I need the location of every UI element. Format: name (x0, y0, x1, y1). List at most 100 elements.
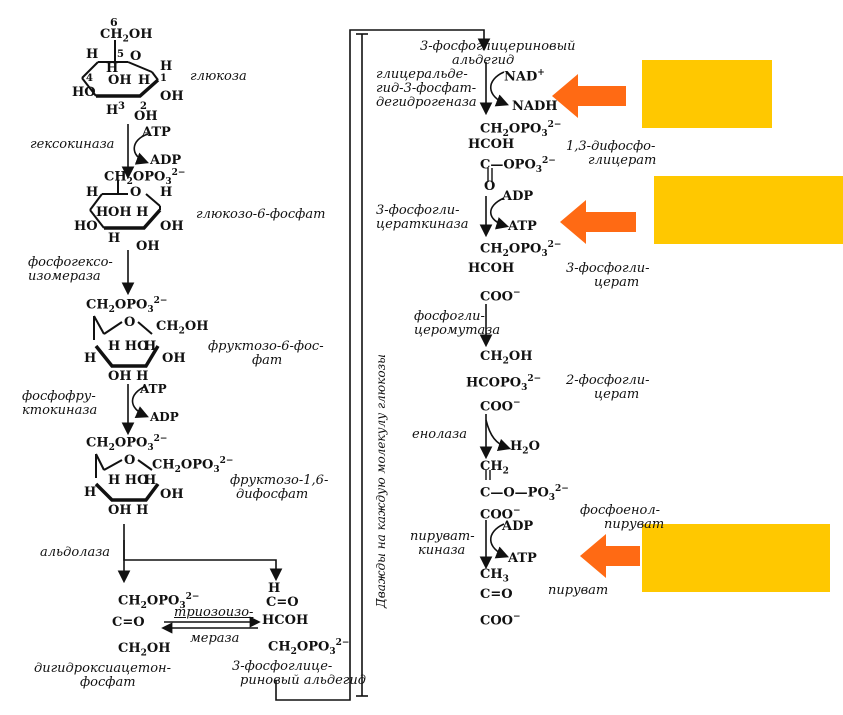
dhap-line-1: CH2OPO32− (118, 592, 200, 611)
bpg-name-1: 1,3-дифосфо- (566, 139, 656, 154)
glucose-h-left: H (86, 47, 99, 62)
gap-left-name-1: 3-фосфоглице- (232, 659, 333, 674)
pyruvate-line-1: CH3 (480, 567, 509, 585)
g6p-ring (89, 180, 162, 230)
g6p-name: глюкозо-6-фосфат (196, 207, 326, 222)
glucose-h-top: H (106, 61, 119, 76)
f16bp-o: O (124, 453, 136, 468)
twice-per-glucose-label: Дважды на каждую молекулу глюкозы (374, 354, 388, 608)
gap-left-line-4: CH2OPO32− (268, 638, 350, 657)
pgk-label-2: цераткиназа (376, 217, 469, 232)
glucose-oh-bottom: OH (134, 109, 158, 124)
glucose-h-right: H (160, 59, 173, 74)
f6p-ring (93, 315, 160, 368)
f16bp-ch2opo3-right: CH2OPO32− (152, 456, 234, 475)
f6p-oh: OH (162, 351, 186, 366)
f16bp-ring (94, 453, 160, 502)
dhap-name-2: фосфат (80, 675, 136, 690)
pg2-name-2: церат (594, 387, 640, 402)
dhap-line-2: C=O (112, 615, 145, 630)
f6p-ch2opo3: CH2OPO32− (86, 296, 168, 315)
f6p-h1: H (84, 351, 97, 366)
gap-left-line-3: HCOH (262, 613, 309, 628)
bpg-line-4: O (484, 179, 496, 194)
g6p-h2: H (160, 185, 173, 200)
tpi-label-1: триозоизо- (174, 605, 254, 620)
gapdh-label-3: дегидрогеназа (376, 95, 477, 110)
gap-right-name-1: 3-фосфоглицериновый (420, 39, 576, 54)
f16bp-name-1: фруктозо-1,6- (230, 473, 329, 488)
enolase-h2o: H2O (510, 439, 540, 457)
pgm-label-1: фосфогли- (414, 309, 485, 324)
f16bp-h-ho: H HO (108, 473, 149, 488)
bpg-line-3: C—OPO32− (480, 156, 556, 175)
pep-name-2: пируват (604, 517, 665, 532)
f16bp-oh: OH (160, 487, 184, 502)
pep-name-1: фосфоенол- (580, 503, 661, 518)
pg3-name-1: 3-фосфогли- (566, 261, 650, 276)
pyruvate-name: пируват (548, 583, 609, 598)
orange-arrow-pgk-icon (560, 200, 636, 244)
pep-line-2: C—O—PO32− (480, 484, 569, 503)
highlight-box-pgk (654, 176, 843, 244)
g6p-o: O (130, 185, 142, 200)
isomerase-label-1: фосфогексо- (28, 255, 113, 270)
bpg-line-2: HCOH (468, 137, 515, 152)
g6p-h-bottom: H (108, 231, 121, 246)
hexokinase-atp: ATP (142, 125, 171, 140)
pg3-line-1: CH2OPO32− (480, 240, 562, 259)
hexokinase-label: гексокиназа (30, 137, 115, 152)
f6p-name-2: фат (252, 353, 283, 368)
gap-left-line-1: H (268, 581, 281, 596)
g6p-oh1: OH (160, 219, 184, 234)
highlight-box-pk (642, 524, 830, 592)
enolase-side-arrow (485, 419, 512, 452)
glucose-c1: 1 (160, 73, 167, 84)
glucose-ch2oh: CH2OH (100, 27, 153, 45)
glucose-ring-o: O (130, 49, 142, 64)
pk-side-arrow (489, 523, 509, 559)
pep-line-1: CH2 (480, 459, 509, 477)
pk-label-1: пируват- (410, 529, 475, 544)
pfk-label-2: ктокиназа (22, 403, 98, 418)
pgk-atp: ATP (508, 219, 537, 234)
glucose-h-inner: H (138, 73, 151, 88)
glucose-c4: 4 (86, 73, 93, 84)
pk-label-2: киназа (418, 543, 466, 558)
orange-arrow-pk-icon (580, 534, 640, 578)
f6p-name-1: фруктозо-6-фос- (208, 339, 324, 354)
glucose-c2: 2 (140, 101, 147, 112)
pfk-label-1: фосфофру- (22, 389, 96, 404)
glucose-oh-inner: OH (108, 73, 132, 88)
aldolase-branch (123, 540, 283, 582)
f6p-h2: H (144, 339, 157, 354)
f6p-oh-h: OH H (108, 369, 149, 384)
glucose-oh-right: OH (160, 89, 184, 104)
pfk-adp: ADP (150, 410, 179, 424)
isomerase-label-2: изомераза (28, 269, 101, 284)
pgm-label-2: церомутаза (414, 323, 501, 338)
glucose-h-bottom: H (106, 103, 119, 118)
pgk-side-arrow (489, 197, 510, 230)
pg3-name-2: церат (594, 275, 640, 290)
f6p-o: O (124, 315, 136, 330)
glucose-name: глюкоза (190, 69, 247, 84)
f16bp-h1: H (84, 485, 97, 500)
g6p-ho: HO (74, 219, 98, 234)
bpg-name-2: глицерат (588, 153, 657, 168)
enolase-label: енолаза (412, 427, 467, 442)
g6p-oh-bottom: OH (136, 239, 160, 254)
g6p-oh-h: OH H (108, 205, 149, 220)
dhap-line-3: CH2OH (118, 641, 171, 659)
pk-atp: ATP (508, 551, 537, 566)
gap-left-name-2: риновый альдегид (240, 673, 366, 688)
pfk-atp: ATP (140, 382, 167, 396)
gapdh-label-1: глицеральде- (376, 67, 468, 82)
gapdh-label-2: гид-3-фосфат- (376, 81, 477, 96)
gap-left-line-2: C=O (266, 595, 299, 610)
gap-right-name-2: альдегид (452, 53, 515, 68)
highlight-box-gapdh (642, 60, 772, 128)
tpi-label-2: мераза (190, 631, 240, 646)
pg2-line-2: HCOPO32− (466, 374, 542, 393)
